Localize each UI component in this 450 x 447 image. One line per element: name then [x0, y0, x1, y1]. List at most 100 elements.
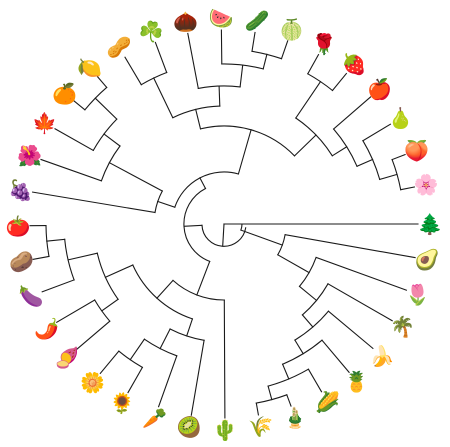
internal-branch	[379, 173, 398, 181]
internal-branch	[67, 252, 98, 261]
leaf-branch-tulip	[315, 256, 408, 291]
leaf-lemon: 🍋	[77, 56, 102, 80]
clade-arc	[240, 223, 243, 231]
leaf-hot-pepper: 🌶️	[34, 316, 59, 340]
leaf-tangerine: 🍊	[52, 81, 78, 105]
leaf-kiwi: 🥝	[177, 414, 202, 439]
internal-branch	[103, 133, 121, 147]
internal-branch	[356, 158, 374, 168]
leaf-branch-hot-pepper	[55, 299, 96, 324]
internal-branch	[267, 385, 273, 401]
leaf-blossom: 🌼	[80, 371, 105, 395]
leaf-chestnut: 🌰	[173, 10, 198, 34]
leaf-grapes: 🍇	[8, 178, 33, 202]
leaf-branch-banana	[327, 310, 374, 350]
internal-branch	[101, 298, 119, 312]
leaf-branch-lemon	[96, 76, 108, 89]
internal-branch	[156, 279, 174, 299]
leaf-pear: 🍐	[388, 106, 413, 130]
leaf-strawberry: 🍓	[342, 52, 367, 76]
internal-branch	[157, 200, 176, 208]
leaf-shamrock: ☘️	[139, 19, 164, 43]
internal-branch	[159, 328, 171, 350]
leaf-branch-sweet-potato	[75, 320, 111, 351]
internal-branch	[196, 260, 211, 296]
leaf-branch-potato	[32, 255, 50, 260]
leaf-branch-bamboo	[286, 394, 292, 407]
leaf-melon: 🍈	[279, 17, 304, 41]
leaf-pineapple: 🍍	[344, 370, 369, 394]
leaf-wheat: 🌾	[248, 415, 273, 439]
leaf-branch-pineapple	[321, 339, 350, 374]
leaf-branch-avocado	[284, 234, 416, 259]
internal-branch	[331, 146, 348, 157]
leaf-peach: 🍑	[404, 138, 429, 162]
internal-branch	[129, 338, 146, 361]
leaf-branch-tangerine	[73, 100, 86, 111]
leaf-red-apple: 🍎	[367, 77, 392, 101]
clade-arc	[174, 171, 240, 208]
leaf-branch-blossom	[99, 350, 120, 375]
leaf-branch-chestnut	[187, 32, 199, 90]
leaf-branch-corn	[307, 368, 323, 393]
leaf-watermelon: 🍉	[209, 6, 234, 30]
leaf-branch-peanuts	[124, 56, 143, 86]
leaf-corn: 🌽	[315, 390, 340, 414]
leaf-branch-peach	[391, 153, 406, 161]
internal-branch	[298, 285, 318, 302]
internal-branch	[281, 363, 290, 380]
leaf-branch-pear	[362, 123, 392, 142]
leaf-branch-rose	[307, 53, 320, 75]
tree-branches	[29, 29, 419, 419]
clade-arc	[183, 187, 211, 263]
leaf-branch-shamrock	[154, 41, 168, 74]
leaf-tomato: 🍅	[6, 214, 31, 238]
leaf-maple-leaf: 🍁	[32, 111, 57, 135]
internal-branch	[183, 224, 203, 227]
internal-branch	[262, 53, 268, 70]
leaf-sunflower: 🌻	[110, 391, 135, 415]
leaf-branch-maple-leaf	[54, 128, 95, 152]
leaf-branch-strawberry	[331, 72, 348, 92]
leaf-branch-kiwi	[190, 339, 205, 416]
internal-branch	[239, 64, 244, 88]
leaf-branch-grapes	[31, 191, 156, 214]
leaf-branch-sunflower	[127, 366, 144, 394]
internal-branch	[294, 339, 304, 355]
leaf-cactus: 🌵	[212, 418, 237, 442]
leaf-eggplant: 🍆	[19, 284, 44, 308]
leaf-branch-cactus	[223, 299, 226, 419]
leaf-peanuts: 🥜	[106, 34, 131, 59]
root-stem	[222, 223, 225, 247]
leaf-branch-cucumber	[251, 31, 256, 52]
internal-branch	[186, 318, 194, 337]
leaf-palm-tree: 🌴	[390, 315, 415, 339]
leaf-rose: 🌹	[312, 32, 337, 56]
internal-branch	[277, 254, 310, 274]
internal-branch	[195, 108, 202, 130]
leaf-bamboo: 🎍	[283, 405, 308, 429]
leaf-hibiscus: 🌺	[17, 144, 42, 168]
internal-branch	[152, 77, 174, 119]
leaf-banana: 🍌	[370, 344, 395, 368]
internal-branch	[218, 85, 221, 107]
leaf-branch-palm-tree	[327, 283, 393, 322]
leaf-cucumber: 🥒	[244, 9, 269, 33]
leaf-cherry-blossom: 🌸	[414, 173, 439, 197]
leaf-avocado: 🥑	[414, 247, 439, 272]
internal-branch	[104, 264, 134, 279]
internal-branch	[240, 229, 284, 246]
leaf-branch-red-apple	[332, 96, 372, 130]
internal-branch	[237, 129, 252, 175]
internal-branch	[199, 177, 207, 190]
leaf-branch-wheat	[255, 402, 260, 416]
internal-branch	[295, 80, 322, 119]
leaf-pine-tree: 🌲	[418, 212, 443, 236]
internal-branch	[94, 97, 118, 120]
internal-branch	[108, 161, 164, 192]
leaf-potato: 🥔	[9, 250, 34, 274]
tree-leaf-labels: 🌲🥑🌷🌴🍌🍍🌽🎍🌾🌵🥝🥕🌻🌼🍠🌶️🍆🥔🍅🍇🌺🍁🍊🍋🥜☘️🌰🍉🥒🍈🌹🍓🍎🍐🍑🌸	[6, 6, 443, 442]
leaf-carrot: 🥕	[142, 406, 167, 430]
internal-branch	[293, 134, 317, 157]
